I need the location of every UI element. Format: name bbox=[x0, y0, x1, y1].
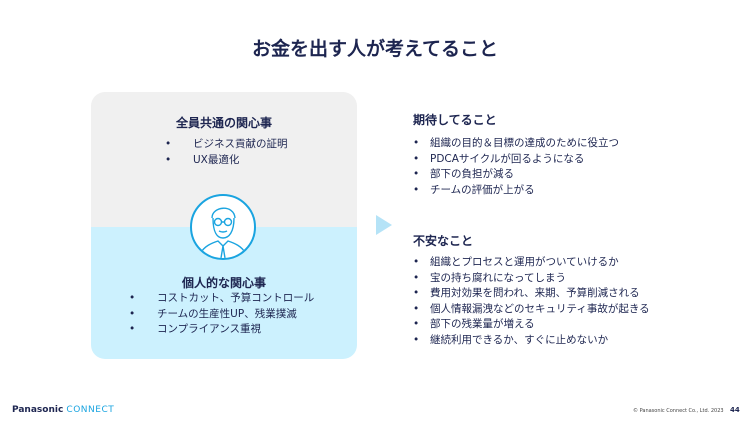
list-item: 宝の持ち腐れになってしまう bbox=[413, 271, 650, 287]
page-title: お金を出す人が考えてること bbox=[251, 38, 499, 60]
expect-heading: 期待してること bbox=[413, 113, 497, 127]
arrow-right-icon bbox=[376, 215, 392, 235]
common-list: ビジネス貢献の証明 UX最適化 bbox=[165, 137, 288, 168]
list-item: PDCAサイクルが回るようになる bbox=[413, 152, 619, 168]
brand-logo: Panasonic CONNECT bbox=[12, 405, 114, 415]
list-item: コンプライアンス重視 bbox=[129, 322, 314, 338]
list-item: コストカット、予算コントロール bbox=[129, 291, 314, 307]
copyright: © Panasonic Connect Co., Ltd. 2023 bbox=[633, 408, 724, 414]
list-item: チームの生産性UP、残業撲滅 bbox=[129, 307, 314, 323]
list-item: ビジネス貢献の証明 bbox=[165, 137, 288, 153]
list-item: チームの評価が上がる bbox=[413, 183, 619, 199]
list-item: 組織とプロセスと運用がついていけるか bbox=[413, 255, 650, 271]
list-item: 費用対効果を問われ、来期、予算削減される bbox=[413, 286, 650, 302]
page-number: 44 bbox=[730, 406, 740, 414]
brand-sub: CONNECT bbox=[66, 405, 115, 415]
personal-heading: 個人的な関心事 bbox=[181, 276, 266, 290]
worry-list: 組織とプロセスと運用がついていけるか 宝の持ち腐れになってしまう 費用対効果を問… bbox=[413, 255, 650, 348]
interests-card: 全員共通の関心事 ビジネス貢献の証明 UX最適化 個人的な関心事 コストカット、… bbox=[91, 92, 357, 359]
list-item: UX最適化 bbox=[165, 153, 288, 169]
list-item: 部下の負担が減る bbox=[413, 167, 619, 183]
common-heading: 全員共通の関心事 bbox=[175, 116, 272, 130]
personal-list: コストカット、予算コントロール チームの生産性UP、残業撲滅 コンプライアンス重… bbox=[129, 291, 314, 338]
list-item: 個人情報漏洩などのセキュリティ事故が起きる bbox=[413, 302, 650, 318]
expect-list: 組織の目的＆目標の達成のために役立つ PDCAサイクルが回るようになる 部下の負… bbox=[413, 136, 619, 198]
businessman-icon bbox=[190, 194, 256, 260]
brand-name: Panasonic bbox=[12, 405, 64, 415]
list-item: 組織の目的＆目標の達成のために役立つ bbox=[413, 136, 619, 152]
list-item: 継続利用できるか、すぐに止めないか bbox=[413, 333, 650, 349]
list-item: 部下の残業量が増える bbox=[413, 317, 650, 333]
worry-heading: 不安なこと bbox=[413, 234, 474, 248]
